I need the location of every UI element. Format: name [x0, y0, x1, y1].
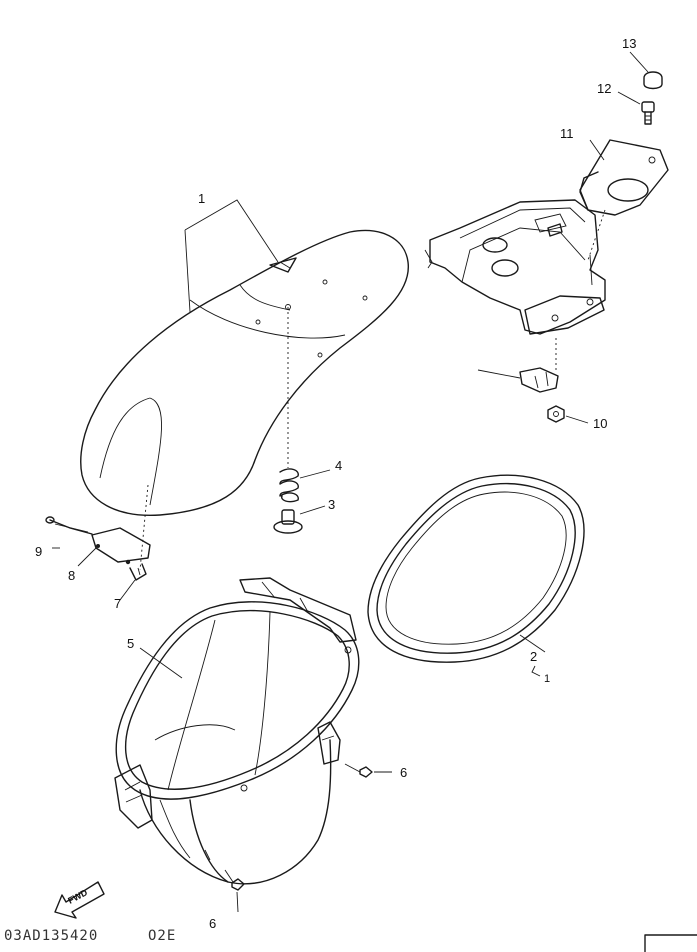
fwd-arrow-icon: FWD [54, 881, 105, 919]
hinge-bracket [424, 199, 606, 335]
callout-6-front: 6 [209, 916, 216, 931]
drawing-code: 03AD135420 [4, 928, 98, 944]
seat [80, 199, 409, 517]
page-tag: O2E [148, 928, 176, 944]
page-corner-box [644, 934, 697, 952]
callout-9: 9 [35, 544, 42, 559]
callout-2: 2 [530, 649, 537, 664]
alignment-line-latch [139, 484, 149, 571]
leader-5 [139, 647, 183, 679]
callout-8: 8 [68, 568, 75, 583]
bolt-front [224, 869, 245, 913]
storage-box [114, 577, 360, 885]
lock-cable [477, 367, 559, 393]
spring [279, 468, 331, 503]
alignment-line-hinge [587, 209, 606, 261]
callout-11: 11 [560, 126, 574, 141]
bracket-ref [531, 665, 541, 677]
callout-4: 4 [335, 458, 342, 473]
callout-1: 1 [198, 191, 205, 206]
seal-ring [367, 474, 585, 663]
callout-6-rear: 6 [400, 765, 407, 780]
callout-1-sub: 1 [544, 673, 550, 685]
callout-13: 13 [622, 36, 636, 51]
callout-12: 12 [597, 81, 611, 96]
callout-10: 10 [593, 416, 607, 431]
latch-assembly [45, 516, 151, 601]
screw [617, 91, 655, 125]
callout-5: 5 [127, 636, 134, 651]
cap [629, 51, 663, 90]
bolt-rear [344, 763, 392, 778]
stopper [273, 505, 326, 534]
nut [547, 405, 589, 424]
callout-3: 3 [328, 497, 335, 512]
cover-plate [579, 139, 669, 216]
callout-7: 7 [114, 596, 121, 611]
